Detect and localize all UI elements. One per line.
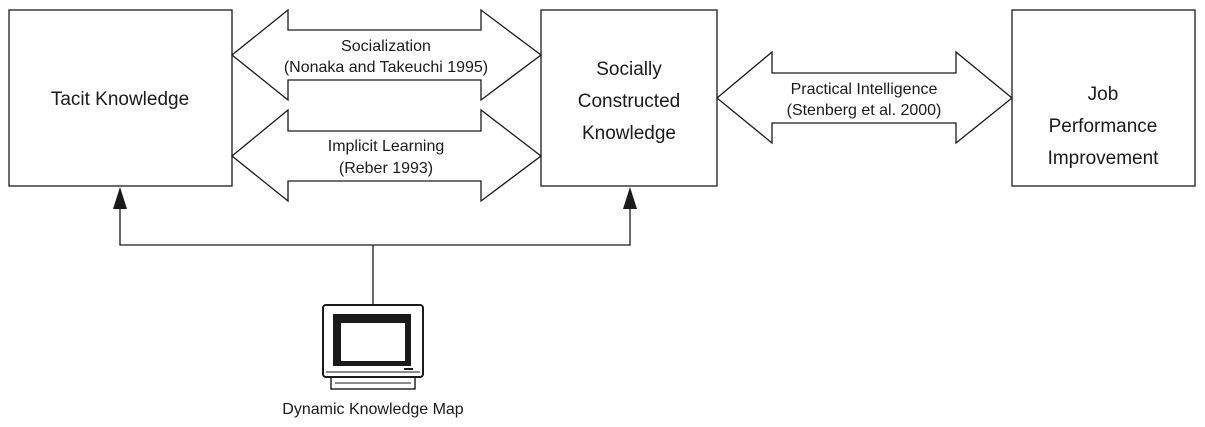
node-tacit-knowledge-label: Tacit Knowledge — [51, 89, 189, 110]
connector-horizontal-line — [119, 205, 631, 246]
practical-intelligence-double-arrow — [715, 50, 1014, 145]
node-job-performance-box — [1011, 9, 1196, 187]
dynamic-knowledge-map-label: Dynamic Knowledge Map — [282, 401, 464, 418]
node-job-performance-line-2: Performance — [1049, 116, 1158, 137]
socialization-label: Socialization — [341, 38, 431, 55]
arrowhead-to-tacit-knowledge — [113, 187, 127, 209]
node-socially-constructed-box — [540, 9, 718, 187]
practical-intelligence-label: Practical Intelligence — [791, 81, 938, 98]
node-job-performance-line-1: Job — [1088, 84, 1119, 105]
node-tacit-knowledge-box — [8, 9, 233, 187]
implicit-learning-double-arrow — [230, 108, 543, 203]
node-job-performance-improvement: Job Performance Improvement — [1011, 9, 1196, 187]
node-socially-constructed-line-1: Socially — [596, 59, 662, 80]
link-socialization: Socialization (Nonaka and Takeuchi 1995) — [230, 8, 543, 102]
arrowhead-to-socially-constructed — [623, 187, 637, 209]
practical-intelligence-citation: (Stenberg et al. 2000) — [787, 102, 942, 119]
implicit-learning-citation: (Reber 1993) — [339, 160, 433, 177]
node-socially-constructed-knowledge: Socially Constructed Knowledge — [540, 9, 718, 187]
implicit-learning-label: Implicit Learning — [328, 138, 445, 155]
socialization-citation: (Nonaka and Takeuchi 1995) — [284, 59, 488, 76]
node-job-performance-line-3: Improvement — [1048, 148, 1160, 169]
node-tacit-knowledge: Tacit Knowledge — [8, 9, 233, 187]
link-practical-intelligence: Practical Intelligence (Stenberg et al. … — [715, 50, 1014, 145]
map-connectors — [113, 187, 637, 305]
computer-monitor-icon — [322, 304, 424, 390]
node-socially-constructed-line-3: Knowledge — [582, 123, 676, 144]
node-socially-constructed-line-2: Constructed — [578, 91, 680, 112]
socialization-double-arrow — [230, 8, 543, 102]
link-implicit-learning: Implicit Learning (Reber 1993) — [230, 108, 543, 203]
